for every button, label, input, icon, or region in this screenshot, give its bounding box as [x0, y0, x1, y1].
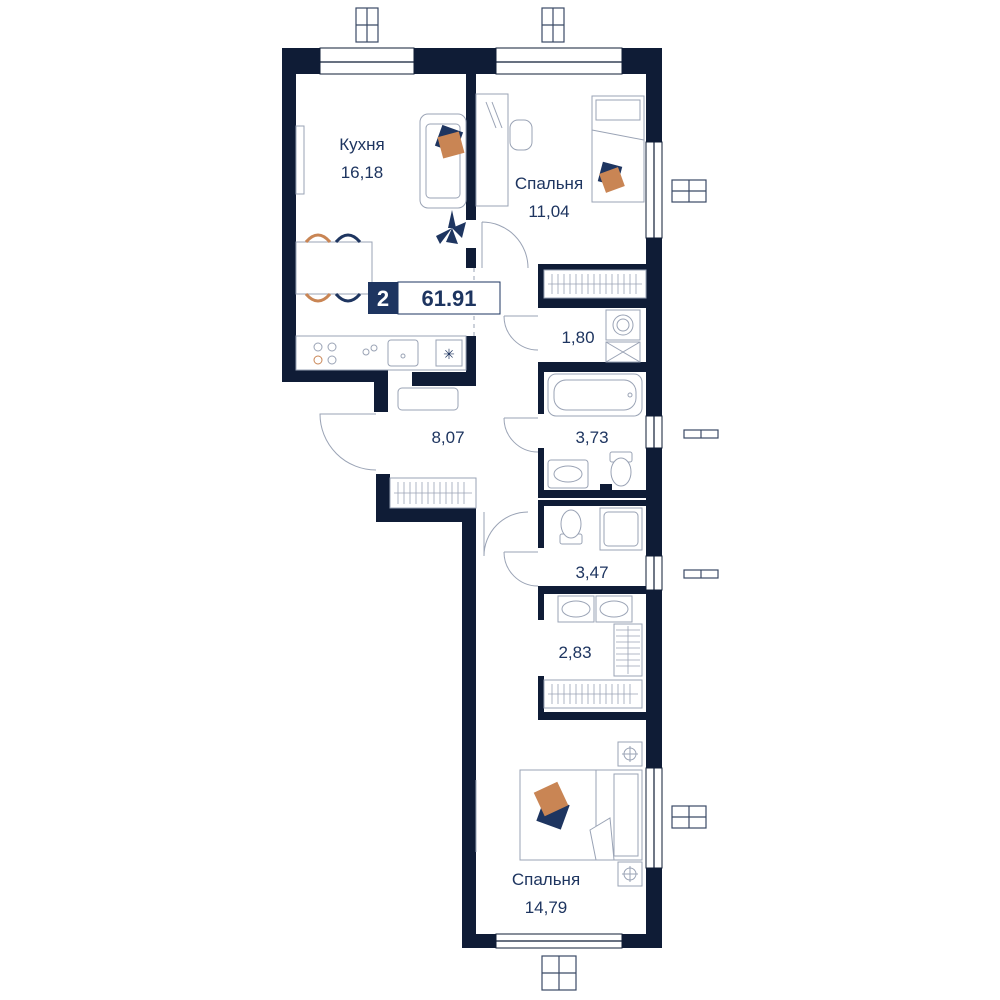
nightstand-lamp-icon	[617, 861, 643, 887]
total-area-box	[397, 281, 501, 315]
dishwasher-icon: ✳	[435, 339, 463, 367]
stove-icon	[313, 342, 337, 365]
doors	[319, 221, 539, 587]
bath-area: 3,73	[575, 428, 608, 447]
entry-door-swing[interactable]	[319, 413, 377, 471]
bedroom-top-door-swing[interactable]	[481, 221, 529, 269]
sink-icon	[387, 339, 419, 367]
cushions-icon	[434, 124, 465, 159]
hall-furniture	[389, 387, 477, 509]
closet-area: 2,83	[558, 643, 591, 662]
chair-navy-icon	[334, 292, 362, 303]
kitchen-fridge-panel	[295, 125, 305, 195]
wc-door-swing[interactable]	[503, 551, 539, 587]
wardrobe-hatch-top	[548, 274, 642, 294]
bedroom-top-area: 11,04	[528, 202, 569, 221]
storage-area: 1,80	[561, 328, 594, 347]
wc-furniture	[557, 507, 643, 623]
toilet-icon	[609, 451, 633, 487]
wardrobe-hatch-hall	[394, 482, 472, 504]
bedroom-top-name: Спальня	[515, 174, 583, 193]
kitchen-area: 16,18	[341, 163, 384, 182]
faucet-icon	[362, 344, 378, 356]
bath-furniture	[547, 373, 643, 489]
bed-cushions-icon	[533, 781, 570, 830]
total-area: 61.91	[421, 286, 476, 311]
desk	[475, 93, 509, 207]
bedroom-bottom-name: Спальня	[512, 870, 580, 889]
window-sills	[320, 61, 655, 942]
bath-door-swing[interactable]	[503, 417, 539, 453]
svg-text:✳: ✳	[443, 347, 455, 363]
chair-orange-icon	[304, 292, 332, 303]
hall-bench	[397, 387, 459, 411]
bedroom-bottom-area: 14,79	[525, 898, 568, 917]
room-labels: Кухня 16,18 Спальня 11,04 1,80 8,07 3,73…	[339, 135, 608, 917]
nightstand-lamp-icon	[617, 741, 643, 767]
dining-table	[295, 241, 373, 295]
double-sink-icon	[557, 595, 633, 623]
area-badge: 2 61.91	[368, 281, 501, 315]
bedroom-top-furniture	[475, 93, 647, 299]
hall-area: 8,07	[431, 428, 464, 447]
window-markers	[355, 7, 719, 991]
chair-orange-icon	[304, 233, 332, 244]
storage-door-swing[interactable]	[503, 315, 539, 351]
kitchen-name: Кухня	[339, 135, 385, 154]
compass-icon	[436, 210, 466, 244]
storage-furniture	[605, 309, 641, 363]
shelving-hatch	[548, 626, 640, 704]
room-count-box	[368, 282, 398, 314]
bed-cushions-icon	[597, 161, 625, 193]
closet-door-swing[interactable]	[483, 511, 529, 557]
wc-area: 3,47	[575, 563, 608, 582]
chair-navy-icon	[334, 233, 362, 244]
toilet-icon	[559, 509, 583, 545]
desk-chair	[509, 119, 533, 151]
room-count: 2	[377, 286, 389, 311]
